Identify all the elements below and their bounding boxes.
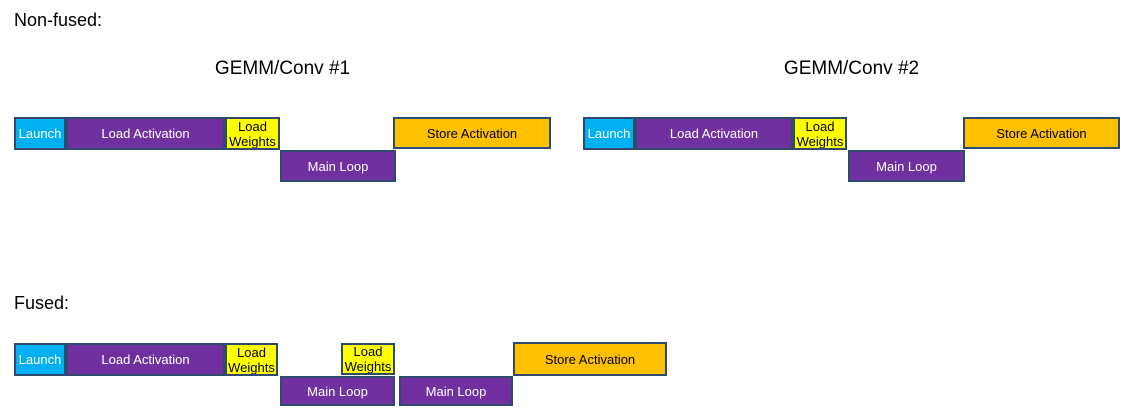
nonfused-gemm2-load-weights-block: Load Weights <box>793 117 847 150</box>
nonfused-gemm1-store-activation-block: Store Activation <box>393 117 551 149</box>
gemm2-heading: GEMM/Conv #2 <box>783 58 920 79</box>
nonfused-section-title: Non-fused: <box>14 10 103 30</box>
fused-section-title: Fused: <box>14 293 70 313</box>
fused-load-weights-1-block: Load Weights <box>225 343 278 376</box>
fused-store-activation-block: Store Activation <box>513 342 667 376</box>
fused-load-activation-block: Load Activation <box>66 343 225 376</box>
nonfused-gemm1-launch-block: Launch <box>14 117 66 150</box>
nonfused-gemm1-load-activation-block: Load Activation <box>66 117 225 150</box>
nonfused-gemm2-launch-block: Launch <box>583 117 635 150</box>
fused-main-loop-2-block: Main Loop <box>399 376 513 406</box>
nonfused-gemm1-main-loop-block: Main Loop <box>280 150 396 182</box>
nonfused-gemm2-load-activation-block: Load Activation <box>635 117 793 150</box>
nonfused-gemm1-load-weights-block: Load Weights <box>225 117 280 150</box>
fused-launch-block: Launch <box>14 343 66 376</box>
gemm1-heading: GEMM/Conv #1 <box>214 58 351 79</box>
nonfused-gemm2-store-activation-block: Store Activation <box>963 117 1120 149</box>
fused-main-loop-1-block: Main Loop <box>280 376 395 406</box>
fused-load-weights-2-block: Load Weights <box>341 343 395 375</box>
nonfused-gemm2-main-loop-block: Main Loop <box>848 150 965 182</box>
